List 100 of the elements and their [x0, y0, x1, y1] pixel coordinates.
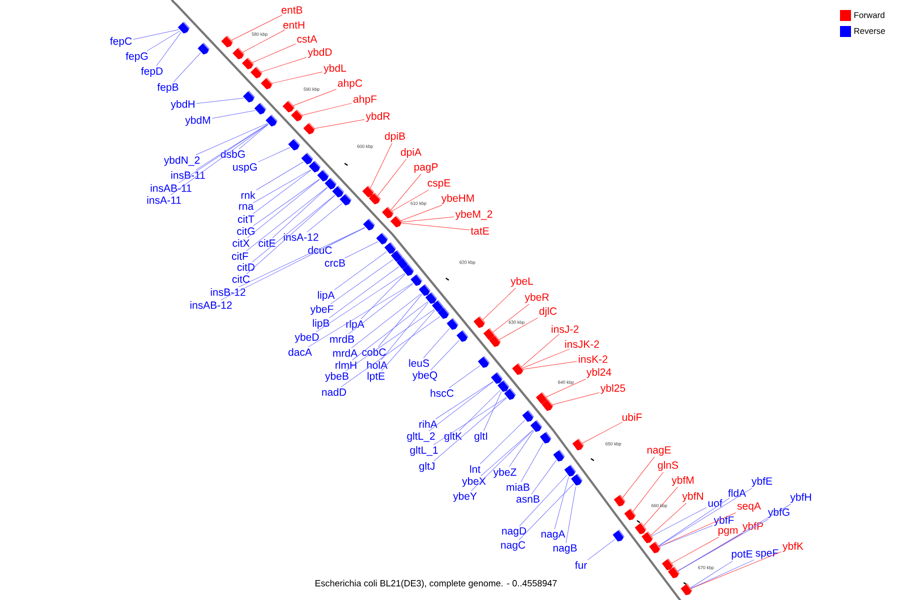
gene-block — [340, 193, 352, 206]
gene-label: fepC — [110, 37, 132, 47]
leader-line — [330, 259, 394, 304]
gene-block — [571, 473, 583, 486]
gene-label: speF — [756, 549, 778, 559]
gene-label: ybeB — [325, 372, 348, 382]
gene-label: crcB — [324, 259, 345, 267]
gene-label: ybfK — [782, 542, 804, 552]
leader-line — [658, 498, 730, 546]
leader-line — [400, 204, 442, 222]
gene-label: mrdB — [330, 335, 354, 343]
gene-label: uspG — [233, 163, 257, 173]
leader-line — [246, 195, 336, 274]
gene-block — [291, 109, 304, 122]
leader-line — [658, 512, 736, 547]
leader-line — [292, 89, 336, 106]
legend-label: Reverse — [854, 28, 885, 34]
leader-line — [196, 123, 268, 156]
leader-line — [508, 430, 534, 468]
gene-label: citT — [238, 215, 254, 223]
gene-label: dpiB — [384, 132, 405, 142]
gene-block — [402, 264, 414, 276]
gene-label: dacA — [288, 348, 312, 356]
gene-label: entH — [283, 21, 304, 29]
gene-block — [491, 372, 503, 384]
gene-label: ybeQ — [412, 371, 438, 381]
leader-line — [458, 390, 501, 432]
leader-line — [360, 274, 406, 320]
leader-line — [690, 560, 733, 588]
gene-label: ybeD — [294, 333, 319, 343]
gene-label: entB — [282, 6, 302, 14]
leader-line — [146, 30, 180, 52]
gene-label: leuS — [409, 359, 430, 367]
gene-label: rihA — [419, 420, 438, 428]
gene-block — [178, 22, 190, 34]
gene-block — [553, 449, 565, 462]
gene-label: ybeY — [453, 492, 477, 502]
gene-label: lnt — [470, 465, 480, 473]
leader-line — [348, 283, 414, 334]
gene-label: ybfG — [768, 508, 790, 518]
gene-block — [324, 177, 337, 190]
gene-label: djlC — [539, 307, 557, 317]
gene-block — [303, 122, 316, 134]
gene-label: uof — [708, 499, 722, 507]
leader-line — [492, 304, 530, 333]
leader-line — [480, 420, 526, 464]
gene-block — [301, 152, 314, 164]
gene-block — [242, 57, 254, 70]
gene-block — [376, 232, 388, 244]
gene-label: potE — [732, 550, 752, 560]
gene-label: ybeF — [310, 305, 334, 315]
gene-block — [438, 306, 450, 319]
leader-line — [252, 195, 335, 262]
leader-line — [470, 430, 534, 492]
leader-line — [423, 328, 450, 358]
leader-line — [246, 187, 328, 252]
gene-block — [572, 438, 584, 450]
gene-label: ybdD — [308, 48, 332, 58]
gene-block — [624, 508, 636, 520]
leader-line — [434, 398, 507, 462]
leader-line — [566, 486, 576, 544]
leader-line — [402, 222, 470, 230]
leader-line — [651, 507, 707, 537]
leader-line — [238, 124, 268, 150]
gene-label: cspE — [428, 179, 450, 189]
gene-block — [512, 362, 524, 375]
gene-block — [649, 541, 661, 554]
gene-block — [540, 431, 552, 444]
gene-label: insAB-12 — [190, 301, 232, 309]
leader-line — [340, 316, 440, 388]
gene-label: citG — [237, 227, 255, 235]
leader-line — [448, 365, 480, 388]
gene-label: ahpF — [353, 95, 377, 105]
gene-label: ybeM_2 — [455, 210, 492, 220]
gene-label: citD — [237, 263, 255, 271]
gene-block — [362, 185, 374, 198]
leader-line — [178, 124, 268, 184]
gene-block — [614, 494, 626, 506]
leader-line — [377, 158, 407, 196]
gene-label: pgm — [718, 528, 738, 536]
leader-line — [690, 560, 754, 589]
leader-line — [247, 179, 320, 238]
gene-label: fldA — [728, 489, 746, 497]
leader-line — [252, 44, 296, 63]
gene-label: fepG — [126, 52, 148, 62]
leader-line — [133, 29, 179, 40]
gene-block — [288, 138, 300, 150]
leader-line — [352, 301, 428, 360]
gene-block — [250, 66, 262, 78]
leader-line — [242, 30, 286, 53]
gene-label: seqA — [737, 502, 761, 512]
gene-block — [662, 558, 674, 570]
leader-line — [554, 476, 569, 530]
gene-label: ybdR — [366, 112, 390, 122]
gene-block — [282, 100, 295, 112]
gene-label: insB-11 — [171, 171, 205, 179]
gene-label: ybeX — [462, 477, 486, 487]
gene-label: ybl25 — [600, 384, 626, 394]
leader-line — [402, 216, 454, 222]
leader-line — [316, 273, 405, 332]
